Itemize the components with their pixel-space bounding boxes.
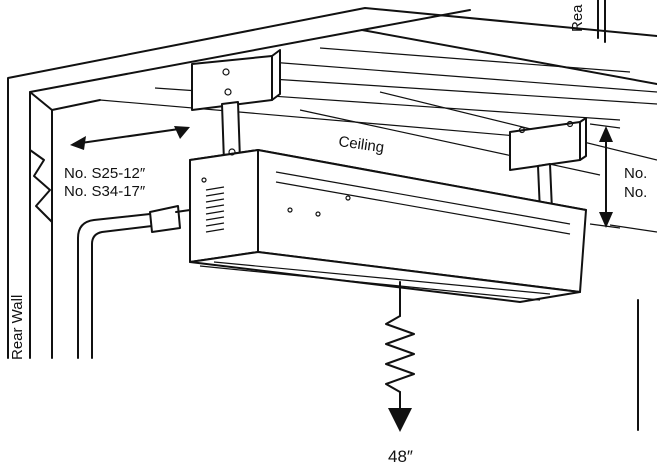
- heater-unit: [189, 148, 587, 303]
- right-mounting-bracket: [509, 117, 587, 213]
- rear-wall-top-label: Rea: [569, 4, 586, 32]
- right-model-label-2: No.: [624, 184, 647, 201]
- model-2-clearance-label: No. S34-17″: [64, 183, 146, 200]
- left-mounting-bracket: [191, 49, 281, 163]
- heater-vents: [205, 186, 225, 233]
- conduit-connection: [77, 205, 191, 359]
- model-1-clearance-label: No. S25-12″: [64, 165, 146, 182]
- mounting-height-label: 48″: [388, 447, 413, 466]
- mounting-height-arrow: [385, 281, 415, 432]
- ceiling-drop-arrow: [589, 123, 621, 229]
- right-model-label-1: No.: [624, 165, 647, 182]
- rear-wall-label: Rear Wall: [9, 295, 26, 360]
- wall-clearance-arrow: [70, 126, 190, 150]
- ceiling-label: Ceiling: [337, 133, 385, 156]
